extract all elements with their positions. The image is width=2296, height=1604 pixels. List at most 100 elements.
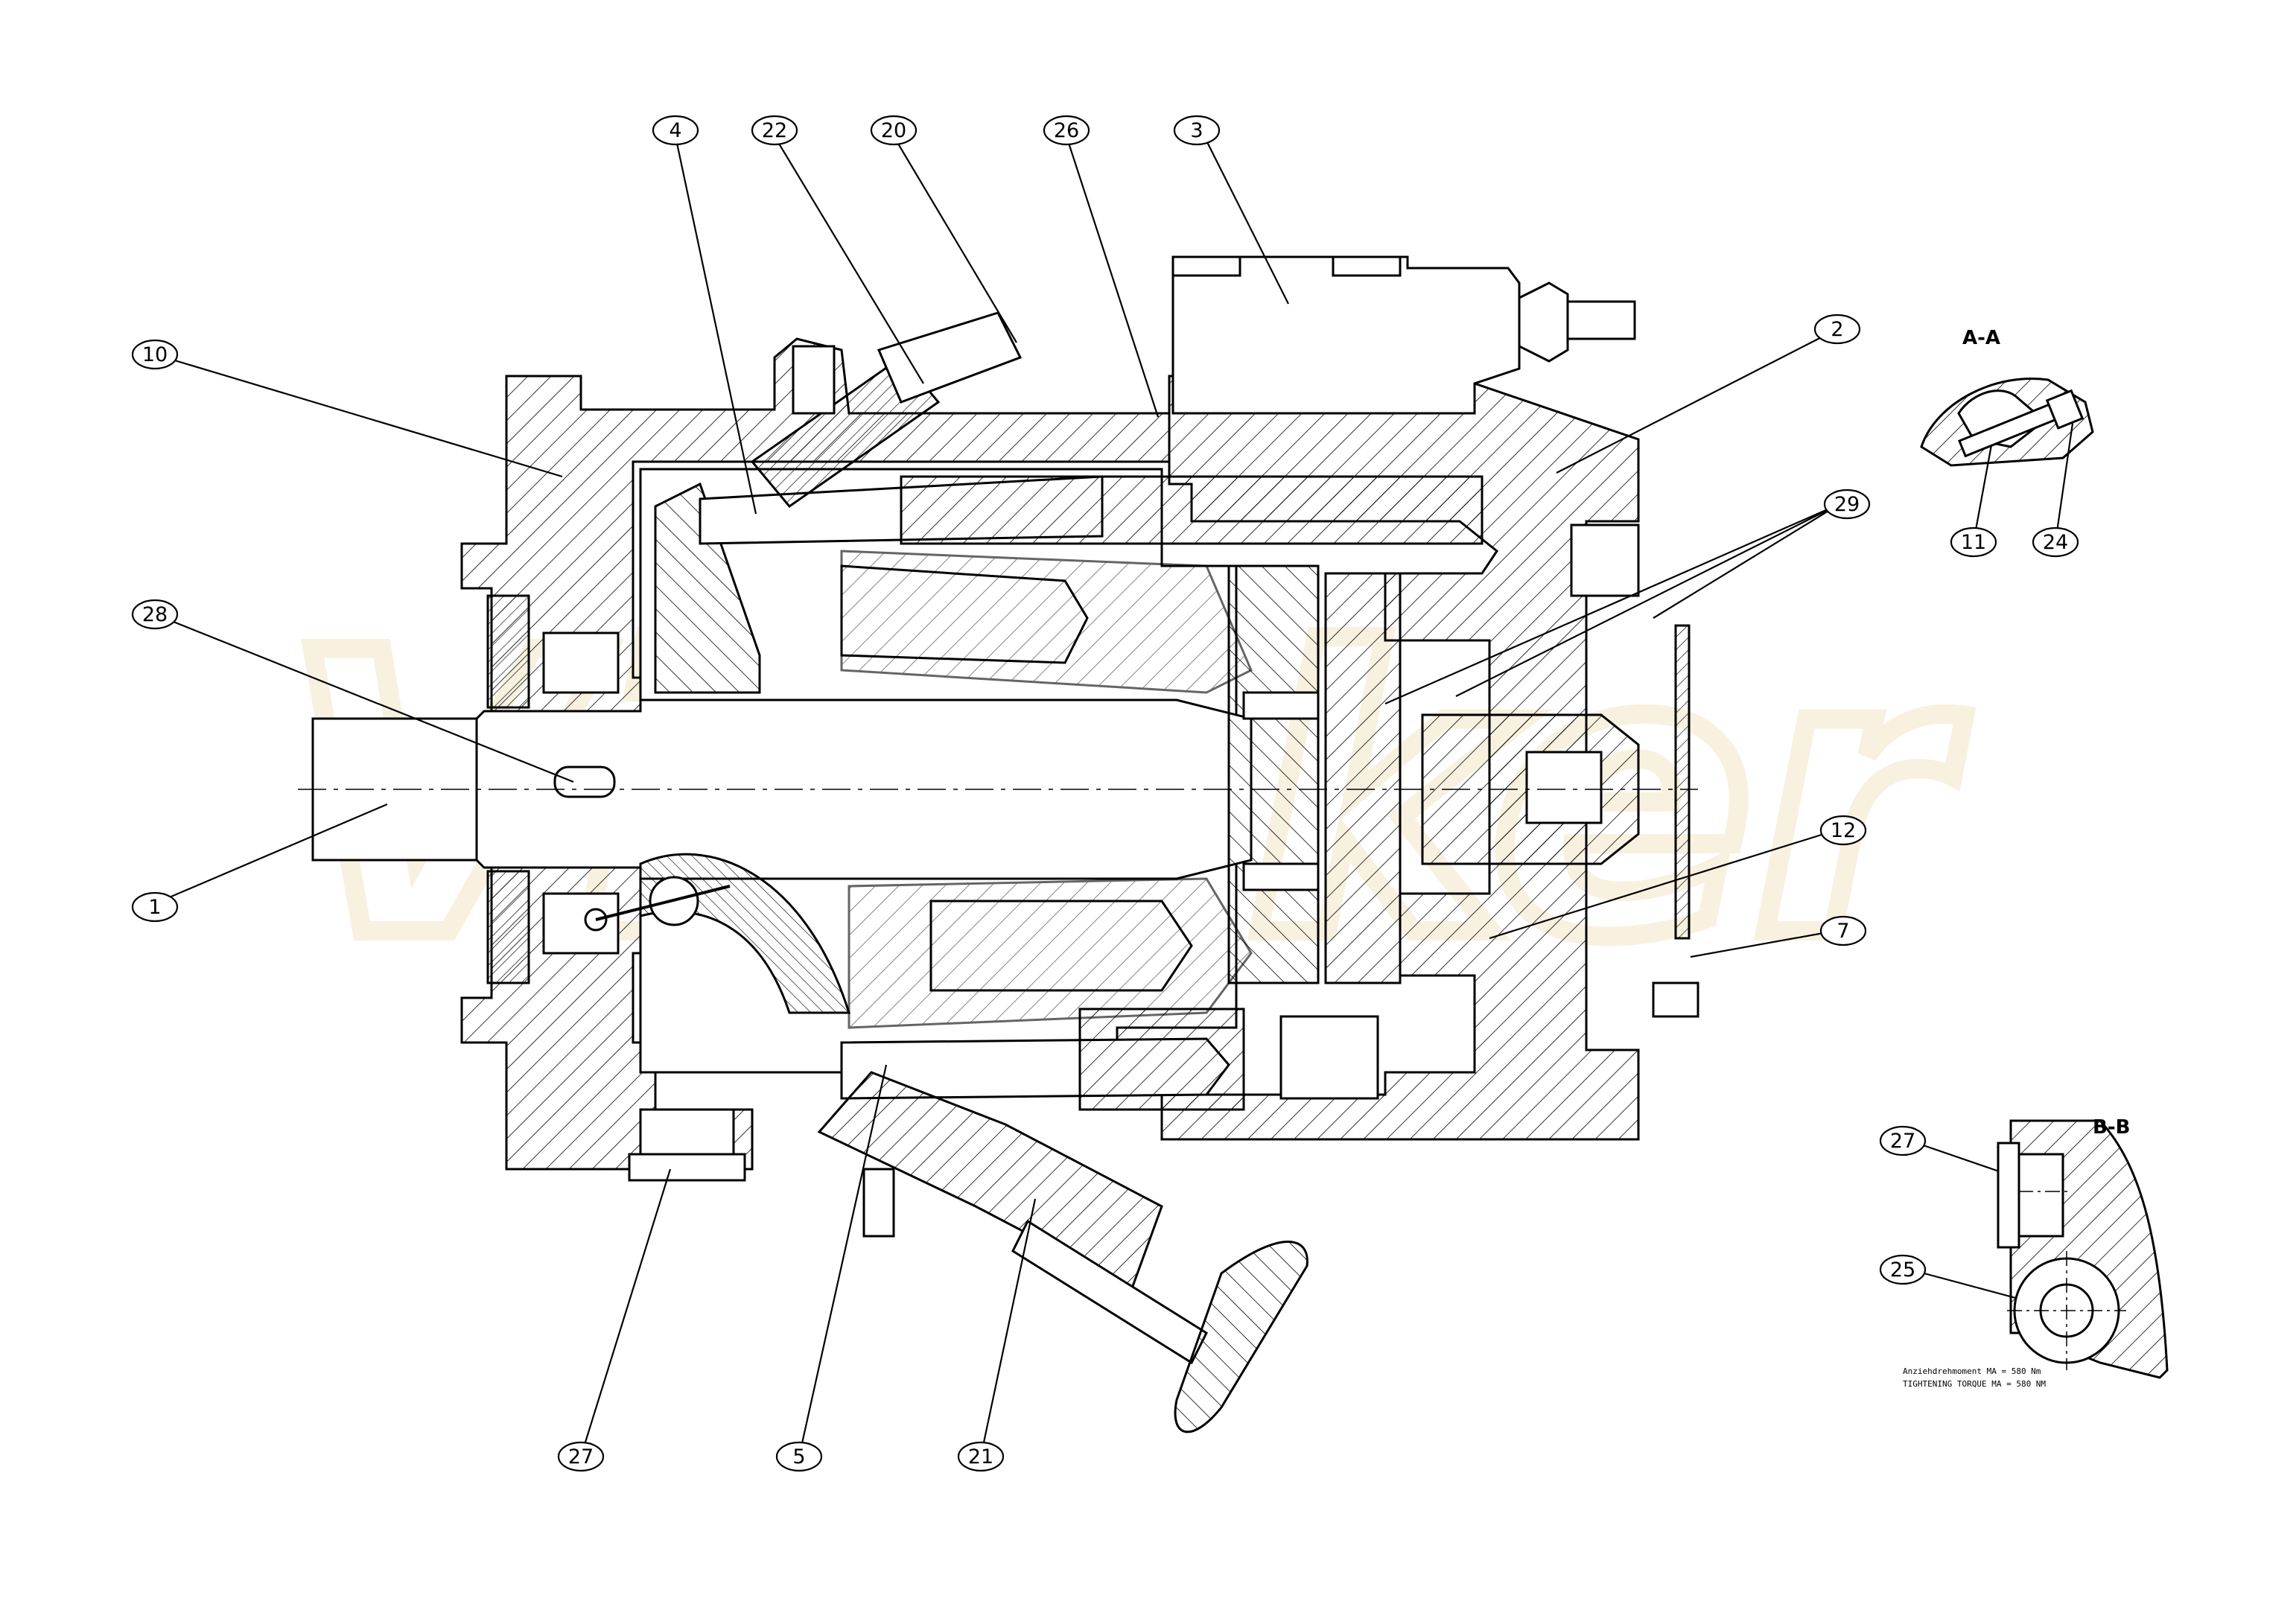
section-title-bb: B-B xyxy=(2093,1116,2130,1139)
callout-number: 10 xyxy=(142,343,168,366)
callout-number: 28 xyxy=(142,603,168,626)
callout-bubble xyxy=(1950,526,1997,558)
drain-plug xyxy=(639,1108,735,1156)
callout-bubble xyxy=(775,1441,823,1472)
callout-number: 4 xyxy=(669,119,681,142)
callout-bubble xyxy=(131,339,179,370)
control-valve-tab-left xyxy=(1171,255,1241,277)
callout-bubble xyxy=(1813,314,1861,345)
callout-c27b: 27 xyxy=(1879,1125,1927,1156)
callout-bubble xyxy=(1823,488,1871,520)
main-section-view xyxy=(298,255,1699,1433)
callout-c7: 7 xyxy=(1819,915,1867,946)
callout-bubble xyxy=(957,1441,1005,1472)
callout-c25: 25 xyxy=(1879,1254,1927,1285)
control-valve-nut xyxy=(1518,281,1569,363)
callout-c10: 10 xyxy=(131,339,179,370)
callout-number: 20 xyxy=(881,119,906,142)
end-cover-screw xyxy=(1652,981,1699,1018)
callout-bubble xyxy=(131,891,179,923)
callout-c27a: 27 xyxy=(557,1441,605,1472)
callout-bubble xyxy=(870,115,918,146)
control-valve-body xyxy=(1171,255,1521,415)
callout-c29: 29 xyxy=(1823,488,1871,520)
callout-number: 3 xyxy=(1190,119,1203,142)
shaft-seal-bottom xyxy=(486,870,530,984)
callout-bubble xyxy=(1173,115,1221,146)
callout-c4: 4 xyxy=(652,115,699,146)
callout-c26: 26 xyxy=(1043,115,1090,146)
lower-spring-housing xyxy=(1078,1008,1245,1111)
callout-number: 27 xyxy=(1890,1130,1915,1153)
callout-c5: 5 xyxy=(775,1441,823,1472)
needle-bearing-upper xyxy=(1242,691,1320,720)
callout-c1: 1 xyxy=(131,891,179,923)
callout-c11: 11 xyxy=(1950,526,1997,558)
callout-bubble xyxy=(2032,526,2079,558)
callout-c12: 12 xyxy=(1819,815,1867,846)
callout-number: 24 xyxy=(2043,531,2068,554)
stroking-piston-rod xyxy=(900,475,1484,545)
section-title-aa: A-A xyxy=(1962,327,2000,349)
bearing-top xyxy=(542,631,620,694)
callout-bubble xyxy=(557,1441,605,1472)
callout-number: 5 xyxy=(792,1445,805,1468)
housing-port-block xyxy=(1160,375,1640,1141)
end-cover-seal xyxy=(1674,624,1691,940)
swashplate-link xyxy=(595,885,731,921)
shaft-seal-top xyxy=(486,594,530,709)
callout-number: 11 xyxy=(1961,531,1986,554)
control-valve-tab-right xyxy=(1332,255,1402,277)
callout-number: 1 xyxy=(148,896,161,919)
callout-bubble xyxy=(652,115,699,146)
callout-bubble xyxy=(1819,915,1867,946)
callout-number: 12 xyxy=(1831,819,1856,842)
lower-adjuster-handle xyxy=(1174,1241,1308,1433)
drain-plug-head xyxy=(628,1153,746,1182)
callout-number: 26 xyxy=(1054,119,1079,142)
callout-c24: 24 xyxy=(2032,526,2079,558)
cylinder-block xyxy=(1227,564,1320,984)
callout-c20: 20 xyxy=(870,115,918,146)
end-cover-plug xyxy=(1570,523,1640,597)
cylinder-lower-hatch xyxy=(848,877,1253,1029)
callout-bubble xyxy=(1879,1125,1927,1156)
adjustment-screw-20 xyxy=(877,311,1023,404)
callout-bubble xyxy=(751,115,798,146)
callout-bubble xyxy=(1043,115,1090,146)
needle-bearing-lower xyxy=(1242,862,1320,891)
bb-plug-head xyxy=(1997,1142,2020,1249)
section-view-bb xyxy=(1997,1119,2169,1379)
callout-number: 2 xyxy=(1831,318,1843,341)
control-valve-fitting xyxy=(1566,300,1636,340)
bearing-bottom xyxy=(542,892,620,955)
bb-plug-27 xyxy=(2017,1153,2064,1238)
torque-note-en: TIGHTENING TORQUE MA = 580 NM xyxy=(1903,1379,2046,1389)
callout-number: 25 xyxy=(1890,1258,1915,1282)
callout-c28: 28 xyxy=(131,599,179,630)
housing-screw-top xyxy=(792,345,836,415)
cylinder-upper-hatch xyxy=(840,550,1253,694)
swashplate-upper xyxy=(654,482,761,694)
callout-bubble xyxy=(1819,815,1867,846)
housing-screw-bottom xyxy=(862,1168,895,1238)
callout-number: 29 xyxy=(1834,493,1860,516)
callout-number: 21 xyxy=(968,1445,993,1468)
callout-c21: 21 xyxy=(957,1441,1005,1472)
adjustment-screw-22 xyxy=(750,355,941,509)
callout-c3: 3 xyxy=(1173,115,1221,146)
callout-bubble xyxy=(131,599,179,630)
section-view-aa xyxy=(1920,378,2094,467)
callout-c22: 22 xyxy=(751,115,798,146)
callout-number: 27 xyxy=(568,1445,594,1468)
callout-number: 7 xyxy=(1837,920,1849,943)
lower-spring xyxy=(1279,1015,1379,1100)
callout-number: 22 xyxy=(762,119,787,142)
aa-screw-24 xyxy=(2045,389,2084,430)
rear-coupling-bore xyxy=(1525,751,1603,824)
callout-c2: 2 xyxy=(1813,314,1861,345)
callout-bubble xyxy=(1879,1254,1927,1285)
retaining-pin xyxy=(553,766,616,798)
